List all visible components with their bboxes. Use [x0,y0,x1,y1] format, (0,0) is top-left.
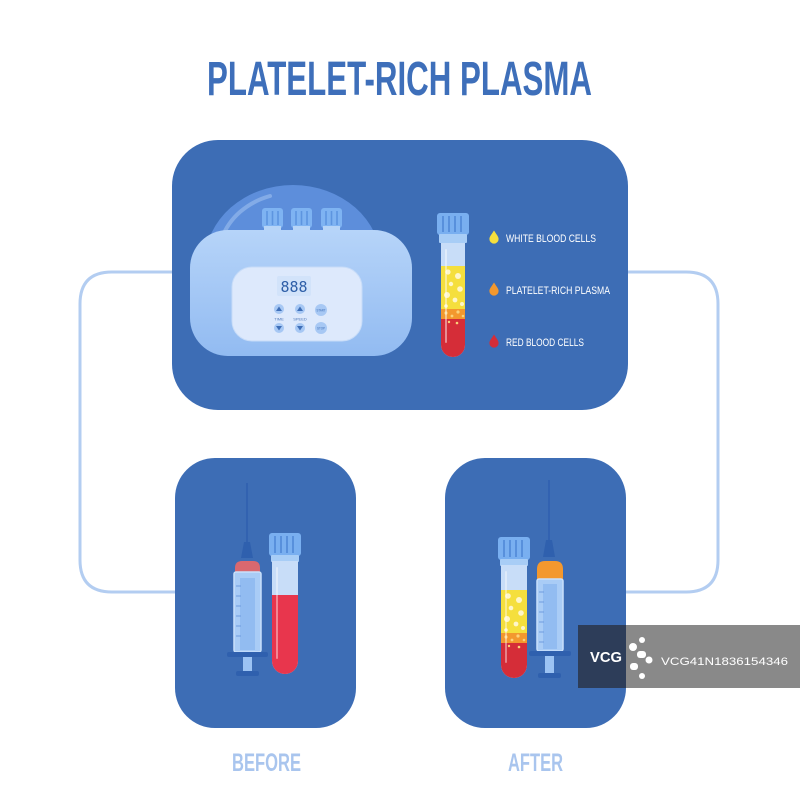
tube-contents [501,590,527,678]
platelet-dots [444,310,465,325]
cap-ridges [274,536,294,553]
cap-band [271,555,299,562]
needle-hub [241,542,253,558]
tube-cap [437,213,469,235]
before-label: BEFORE [232,749,301,777]
cap-band [500,559,528,566]
legend-label: PLATELET-RICH PLASMA [506,285,611,297]
watermark-logo-box [578,625,626,688]
start-label: START [317,308,326,312]
needle-hub [543,540,555,557]
centrifuge: 888 TIME SPEED START STOP [190,185,412,356]
button-circle [315,304,327,316]
platelet-dots [504,634,526,649]
watermark-band [578,625,800,688]
watermark-id: VCG41N1836154346 [661,656,788,668]
after-label: AFTER [508,749,563,777]
orange-layer [441,309,465,319]
connector-left [78,270,175,594]
syringe-prp-fill [537,561,563,581]
stop-button: STOP [315,322,327,334]
plunger-rod [545,656,554,674]
connector-lines [78,270,720,594]
cell-dots [444,269,464,308]
plunger-thumb [236,671,259,676]
tube-contents [272,595,298,674]
chevron-down-icon [276,326,282,331]
red-layer [441,319,465,357]
page-title: PLATELET-RICH PLASMA [207,53,592,106]
whole-blood [272,595,298,674]
legend-item-white-blood-cells: WHITE BLOOD CELLS [489,230,596,245]
start-button: START [315,304,327,316]
speed-down-button [295,323,305,333]
barrel-inner [240,578,255,650]
before-panel [175,458,356,728]
orange-layer [501,633,527,643]
control-panel [231,266,363,342]
legend-item-platelet-rich-plasma: PLATELET-RICH PLASMA [489,282,611,297]
display-digits: 888 [280,278,307,296]
watermark-logo-text: VCG [590,649,622,666]
test-tube-before [269,533,301,674]
time-up-button [274,304,284,314]
watermark-logo-mark [629,637,653,679]
cap-ridges [266,211,279,225]
legend-label: RED BLOOD CELLS [506,337,584,349]
tube-cap [498,537,530,560]
cap-band [439,234,467,243]
tube-contents [441,266,465,357]
test-tube-after [498,537,530,678]
syringe-flange [529,651,571,656]
barrel-inner [543,584,557,649]
droplet-icon [489,282,499,296]
legend-item-red-blood-cells: RED BLOOD CELLS [489,334,584,349]
red-layer [501,643,527,678]
button-circle [315,322,327,334]
droplet-icon [489,334,499,348]
cap-ridges [325,211,338,225]
time-down-button [274,323,284,333]
connector-right [626,270,720,594]
watermark: VCG VCG41N1836154346 [578,625,800,688]
tube-cap [269,533,301,556]
syringe-flange [227,652,268,657]
speed-label: SPEED [293,317,307,322]
test-tube-separated [437,213,469,357]
cap-ridges [503,540,523,557]
speed-up-button [295,304,305,314]
time-label: TIME [274,317,284,322]
cap-ridges [442,216,462,232]
chevron-up-icon [276,306,282,311]
syringe-before [227,483,268,676]
graduation-marks [539,591,544,643]
plunger-thumb [538,673,561,678]
cap-ridges [295,211,308,225]
display-screen [277,276,311,296]
droplet-icon [489,230,499,244]
plunger-rod [243,657,252,672]
graduation-marks [236,585,241,637]
cell-dots [504,593,525,632]
legend: WHITE BLOOD CELLS PLATELET-RICH PLASMA R… [489,230,611,349]
legend-label: WHITE BLOOD CELLS [506,233,596,245]
syringe-after [529,480,571,678]
chevron-up-icon [297,306,303,311]
stop-label: STOP [317,326,325,330]
chevron-down-icon [297,326,303,331]
